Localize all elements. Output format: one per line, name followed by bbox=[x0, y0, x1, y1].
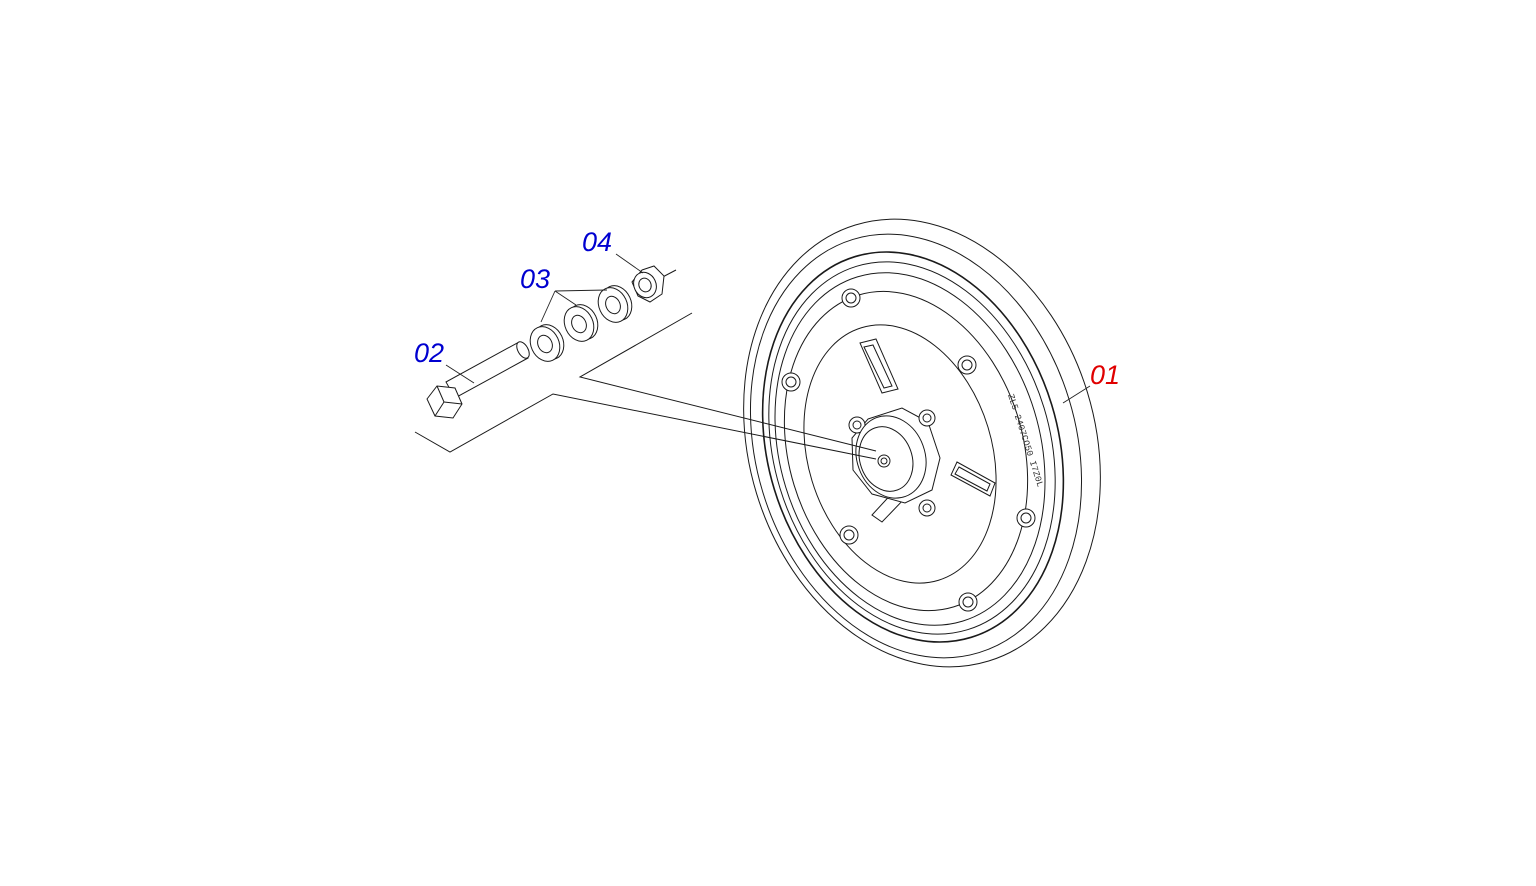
hub-bolt bbox=[918, 499, 936, 517]
bolt-shank bbox=[445, 341, 529, 399]
callout-03: 03 bbox=[520, 264, 550, 294]
rim-bolts bbox=[781, 288, 1036, 612]
washer bbox=[563, 304, 599, 342]
leader-line-01 bbox=[1062, 385, 1091, 404]
hub-cap-outer bbox=[855, 415, 927, 499]
washers bbox=[529, 285, 633, 362]
axle-bolt bbox=[426, 341, 530, 419]
washer bbox=[597, 285, 633, 323]
disc-window-right-inner bbox=[954, 466, 991, 492]
bolt-shank-end bbox=[516, 341, 530, 359]
rim-outer-ring bbox=[761, 251, 1065, 643]
disc-window-right bbox=[950, 461, 996, 497]
wheel-hub bbox=[848, 407, 941, 517]
assembly-plane-line bbox=[414, 393, 877, 460]
leader-line-03a bbox=[540, 290, 556, 323]
rim-ring-2 bbox=[768, 261, 1056, 635]
disc-window-top bbox=[859, 338, 899, 394]
hub-bolt bbox=[848, 416, 866, 434]
leader-lines bbox=[445, 253, 1091, 404]
rim-ring-3 bbox=[774, 272, 1046, 626]
rim-bolt bbox=[839, 525, 859, 545]
callout-02: 02 bbox=[414, 338, 444, 368]
wheel-disc-face bbox=[803, 324, 997, 584]
rim-bolt bbox=[841, 288, 861, 308]
assembly-plane-line-upper bbox=[578, 312, 877, 452]
rim-bolt bbox=[958, 592, 978, 612]
rim-bolt bbox=[957, 355, 977, 375]
leader-line-03c bbox=[554, 289, 608, 292]
wheel-assembly: ZL5 2407CO50 I7Z0L bbox=[743, 218, 1101, 668]
washer bbox=[529, 324, 565, 362]
rim-bolt bbox=[781, 372, 801, 392]
hub-axle-hole-inner bbox=[880, 457, 888, 465]
hub-axle-hole bbox=[877, 454, 891, 468]
callout-01: 01 bbox=[1090, 360, 1120, 390]
hex-nut bbox=[631, 265, 665, 303]
leader-line-04 bbox=[615, 253, 644, 274]
leader-line-03b bbox=[554, 290, 577, 306]
callout-04: 04 bbox=[582, 227, 612, 257]
leader-line-02 bbox=[445, 364, 475, 384]
rim-bolt bbox=[1016, 508, 1036, 528]
disc-window-top-inner bbox=[863, 344, 893, 389]
hub-bolt bbox=[918, 409, 936, 427]
hub-cap-inner bbox=[858, 426, 914, 492]
